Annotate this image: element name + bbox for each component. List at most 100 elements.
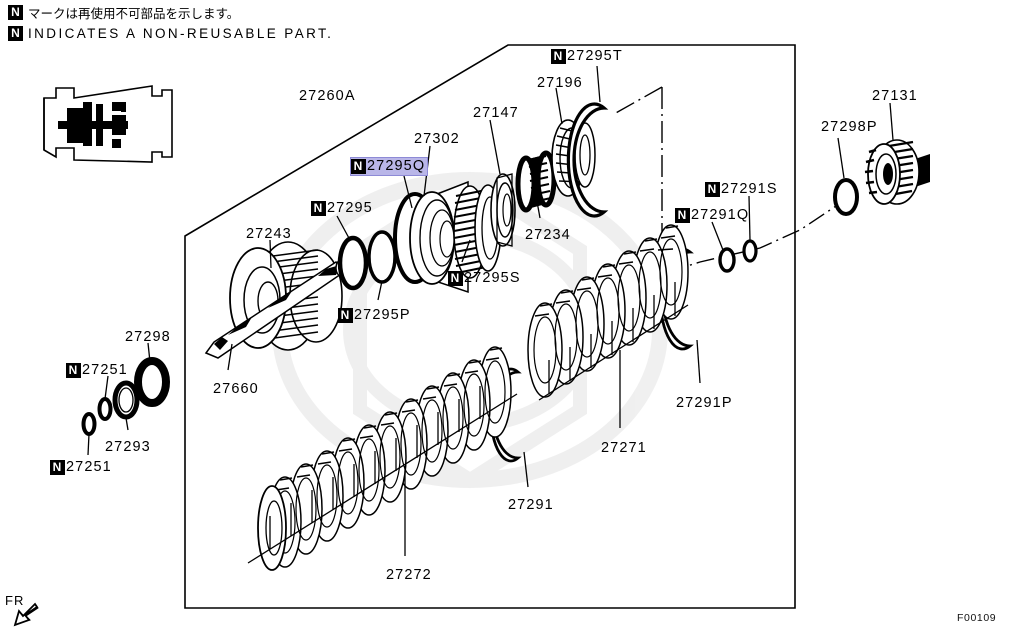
part-number-label: 27298P (821, 119, 878, 135)
clutch-plate-stack-27271 (527, 224, 689, 398)
oring-27295 (337, 235, 369, 291)
part-callout-27298[interactable]: 27298 (125, 329, 171, 346)
leader-27298P (837, 137, 845, 179)
non-reusable-badge-icon: N (551, 49, 566, 64)
part-callout-27147[interactable]: 27147 (473, 105, 519, 122)
leader-lines-drum (227, 239, 272, 371)
part-number-label: 27295P (354, 307, 411, 323)
part-callout-27271[interactable]: 27271 (601, 440, 647, 457)
non-reusable-badge-icon: N (66, 363, 81, 378)
non-reusable-badge-icon: N (705, 182, 720, 197)
part-number-label: 27295S (464, 270, 521, 286)
part-callout-27291[interactable]: 27291 (508, 497, 554, 514)
arrow-down-left-icon (13, 602, 39, 627)
oring-27295P (367, 230, 397, 284)
part-callout-27260A[interactable]: 27260A (299, 88, 356, 105)
part-number-label: 27272 (386, 567, 432, 583)
legend-english: N INDICATES A NON-REUSABLE PART. (8, 26, 333, 41)
direction-marker-label: FR (5, 593, 25, 608)
transmission-internal-shaft (58, 102, 128, 148)
legend-english-text: INDICATES A NON-REUSABLE PART. (28, 26, 334, 41)
washer-27298P (833, 178, 859, 216)
part-callout-27243[interactable]: 27243 (246, 226, 292, 243)
piston-housing-27302 (409, 180, 502, 294)
part-number-label: 27196 (537, 75, 583, 91)
legend-japanese: N マークは再使用不可部品を示します。 (8, 3, 239, 22)
bracket-27272 (247, 386, 518, 564)
part-callout-27293[interactable]: 27293 (105, 439, 151, 456)
part-number-label: 27291 (508, 497, 554, 513)
oring-27291S (742, 239, 758, 263)
leader-27295T (596, 65, 601, 103)
leader-lines-left (87, 342, 151, 456)
leader-lines-orings (336, 215, 383, 301)
part-callout-27660[interactable]: 27660 (213, 381, 259, 398)
part-number-label: 27298 (125, 329, 171, 345)
part-number-label: 27147 (473, 105, 519, 121)
legend-japanese-text: マークは再使用不可部品を示します。 (28, 7, 240, 21)
leader-27196 (555, 87, 563, 125)
part-number-label: 27271 (601, 440, 647, 456)
bearing-27147 (490, 173, 516, 247)
non-reusable-badge-icon: N (50, 460, 65, 475)
direction-marker: FR (5, 592, 24, 610)
part-number-label: 27295 (327, 200, 373, 216)
drawing-code: F00109 (957, 612, 997, 624)
leader-lines-27291SQ (711, 195, 751, 251)
part-number-label: 27295Q (367, 158, 426, 174)
diagram-border (184, 44, 796, 609)
non-reusable-badge-icon: N (338, 308, 353, 323)
part-number-label: 27291Q (691, 207, 750, 223)
leader-27295Q (403, 175, 413, 209)
part-number-label: 27251 (66, 459, 112, 475)
non-reusable-badge-icon: N (448, 271, 463, 286)
leader-27131 (889, 102, 894, 141)
non-reusable-badge-icon: N (675, 208, 690, 223)
part-number-label: 27291S (721, 181, 778, 197)
part-callout-27298P[interactable]: 27298P (821, 119, 878, 136)
part-number-label: 27131 (872, 88, 918, 104)
part-number-label: 27243 (246, 226, 292, 242)
part-callout-27272[interactable]: 27272 (386, 567, 432, 584)
inner-partition-line-top (613, 86, 663, 115)
part-number-label: 27291P (676, 395, 733, 411)
non-reusable-badge-icon: N (8, 26, 23, 41)
non-reusable-badge-icon: N (8, 5, 23, 20)
leader-27291P (696, 339, 701, 384)
part-number-label: 27234 (525, 227, 571, 243)
bracket-27271 (538, 282, 689, 428)
non-reusable-badge-icon: N (351, 159, 366, 174)
part-number-label: 27293 (105, 439, 151, 455)
part-callout-27302[interactable]: 27302 (414, 131, 460, 148)
output-gear-27131 (864, 139, 930, 205)
splined-ring-27234 (515, 150, 557, 213)
snap-ring-27295T (566, 102, 609, 218)
part-number-label: 27251 (82, 362, 128, 378)
part-number-label: 27260A (299, 88, 356, 104)
part-callout-27131[interactable]: 27131 (872, 88, 918, 105)
part-number-label: 27302 (414, 131, 460, 147)
part-callout-27196[interactable]: 27196 (537, 75, 583, 92)
leader-27291 (523, 451, 529, 488)
transmission-case-thumbnail (43, 85, 173, 163)
non-reusable-badge-icon: N (311, 201, 326, 216)
part-callout-27234[interactable]: 27234 (525, 227, 571, 244)
part-number-label: 27295T (567, 48, 623, 64)
oring-27291Q (718, 247, 736, 273)
leader-27234 (535, 195, 541, 219)
part-number-label: 27660 (213, 381, 259, 397)
assembly-axis-line (667, 199, 846, 273)
part-callout-27291P[interactable]: 27291P (676, 395, 733, 412)
leader-27147 (489, 119, 501, 175)
